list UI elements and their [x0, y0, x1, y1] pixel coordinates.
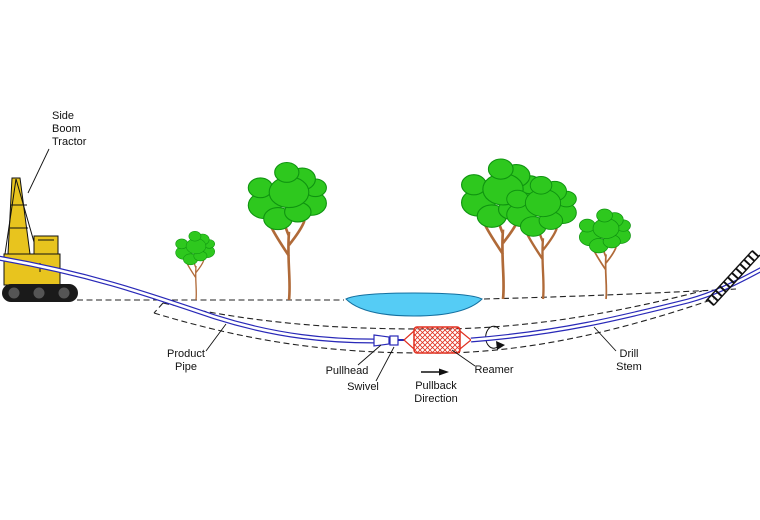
label-drill-stem-1: Drill — [620, 348, 639, 360]
label-pullback-2: Direction — [414, 393, 457, 405]
backstay-cable — [4, 178, 17, 255]
leader-product-pipe — [205, 323, 227, 352]
rotation-arrowhead — [496, 341, 505, 350]
tree-small-left — [174, 230, 216, 301]
drill-stem — [470, 267, 760, 343]
leader-pullhead — [357, 344, 382, 366]
tree-tall-right-2 — [505, 175, 578, 301]
product-pipe — [0, 255, 375, 344]
swivel-body — [389, 335, 399, 346]
label-tractor-3: Tractor — [52, 136, 87, 148]
labels: Side Boom Tractor Product Pipe Pullhead … — [27, 110, 642, 405]
borehole-entry-edge — [153, 302, 164, 314]
label-tractor-2: Boom — [52, 123, 81, 135]
pullhead-cone — [373, 334, 390, 347]
tree-medium-right — [578, 208, 632, 300]
drill-stem-line — [470, 267, 760, 343]
pullback-arrowhead — [439, 368, 449, 376]
leader-reamer — [451, 349, 476, 367]
leader-swivel — [375, 346, 395, 382]
track-roller — [58, 287, 70, 299]
track-roller — [33, 287, 45, 299]
reamer-nose-right — [459, 329, 472, 351]
side-boom-tractor — [2, 177, 78, 302]
leader-drill-stem — [593, 326, 617, 352]
borehole-top-outline — [162, 290, 703, 330]
ground-line-right — [483, 288, 737, 300]
label-product-pipe-2: Pipe — [175, 361, 197, 373]
label-reamer: Reamer — [474, 364, 513, 376]
reamer-nose-left — [403, 329, 415, 351]
ramp-rail-bottom — [713, 254, 760, 306]
label-pullback-1: Pullback — [415, 380, 457, 392]
label-swivel: Swivel — [347, 381, 379, 393]
track-roller — [8, 287, 20, 299]
label-drill-stem-2: Stem — [616, 361, 642, 373]
leader-tractor — [27, 148, 50, 194]
drill-stem-gap — [470, 268, 760, 342]
ramp-rail-top — [705, 250, 753, 302]
reamer-body — [413, 326, 461, 354]
product-pipe-gap — [0, 257, 375, 343]
tractor-cab — [33, 235, 59, 257]
label-tractor-1: Side — [52, 110, 74, 122]
drill-rig-ramp — [705, 249, 760, 307]
pullback-assembly — [373, 325, 505, 354]
water-body — [345, 292, 483, 317]
label-product-pipe-1: Product — [167, 348, 205, 360]
label-pullhead: Pullhead — [326, 365, 369, 377]
tree-tall-left — [246, 161, 328, 302]
